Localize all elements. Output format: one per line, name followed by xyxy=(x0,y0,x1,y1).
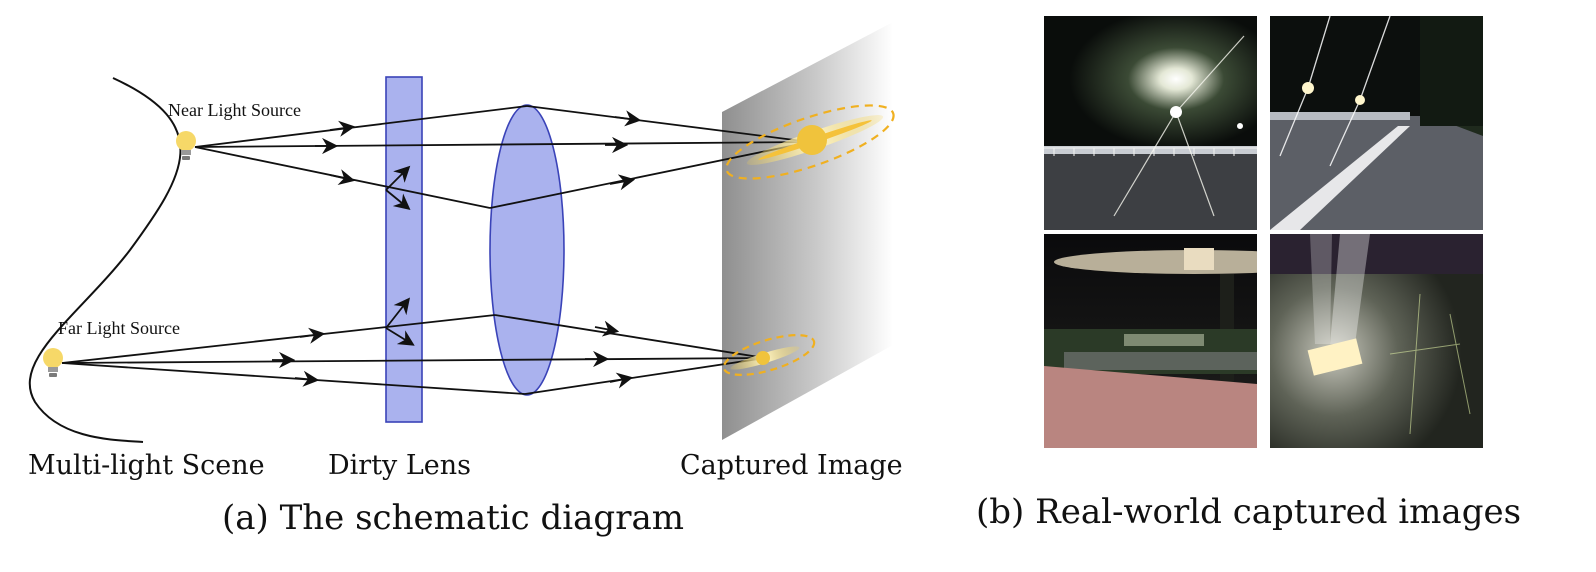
far-light-rays xyxy=(61,297,766,395)
captured-image-label: Captured Image xyxy=(680,450,903,481)
scene-curve xyxy=(28,77,182,443)
far-light-source-label: Far Light Source xyxy=(58,318,180,338)
far-flare xyxy=(722,334,816,376)
near-light-source-label: Near Light Source xyxy=(168,100,301,120)
photo-street-near-lights xyxy=(1044,16,1257,230)
near-flare xyxy=(725,104,895,180)
caption-b: (b) Real-world captured images xyxy=(976,492,1522,532)
near-light-bulb-icon xyxy=(176,131,196,160)
dirty-lens-label: Dirty Lens xyxy=(328,450,472,481)
photo-lamp-post xyxy=(1044,234,1257,448)
captured-image-plane xyxy=(722,22,893,440)
near-light-rays xyxy=(194,105,811,211)
far-light-bulb-icon xyxy=(43,348,63,377)
dirty-lens xyxy=(385,76,423,423)
caption-a: (a) The schematic diagram xyxy=(222,498,684,538)
optical-lens xyxy=(489,104,565,396)
photo-road-far-lights xyxy=(1270,16,1483,230)
photo-ground-light xyxy=(1270,234,1483,448)
multi-light-scene-label: Multi-light Scene xyxy=(28,450,265,481)
